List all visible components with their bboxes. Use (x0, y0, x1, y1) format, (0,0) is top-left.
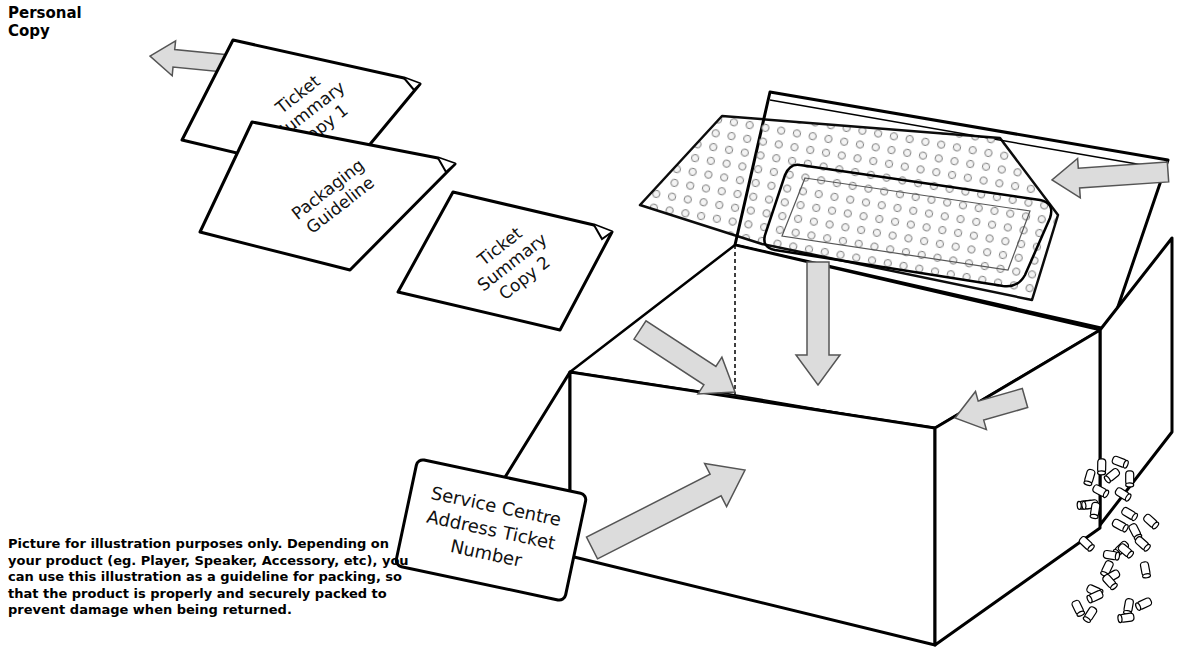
illustration-note: Picture for illustration purposes only. … (8, 536, 413, 619)
paper-sheet: Ticket Summary Copy 2 (398, 192, 614, 332)
paper-sheet: Packaging Guideline (200, 122, 456, 272)
box-side (935, 330, 1100, 645)
box-front (570, 372, 935, 645)
block-arrow (634, 321, 735, 394)
box-right-flap (1100, 238, 1172, 525)
block-arrow (796, 262, 840, 385)
address-text: Service Centre Address Ticket Number (410, 479, 572, 581)
copy-note: Personal Copy (8, 4, 98, 40)
block-arrow (587, 463, 746, 558)
block-arrow (955, 389, 1028, 430)
bubble-wrap (640, 116, 1058, 300)
packing-peanuts (1071, 455, 1160, 623)
arrows (150, 41, 1169, 559)
block-arrow (1052, 158, 1169, 198)
